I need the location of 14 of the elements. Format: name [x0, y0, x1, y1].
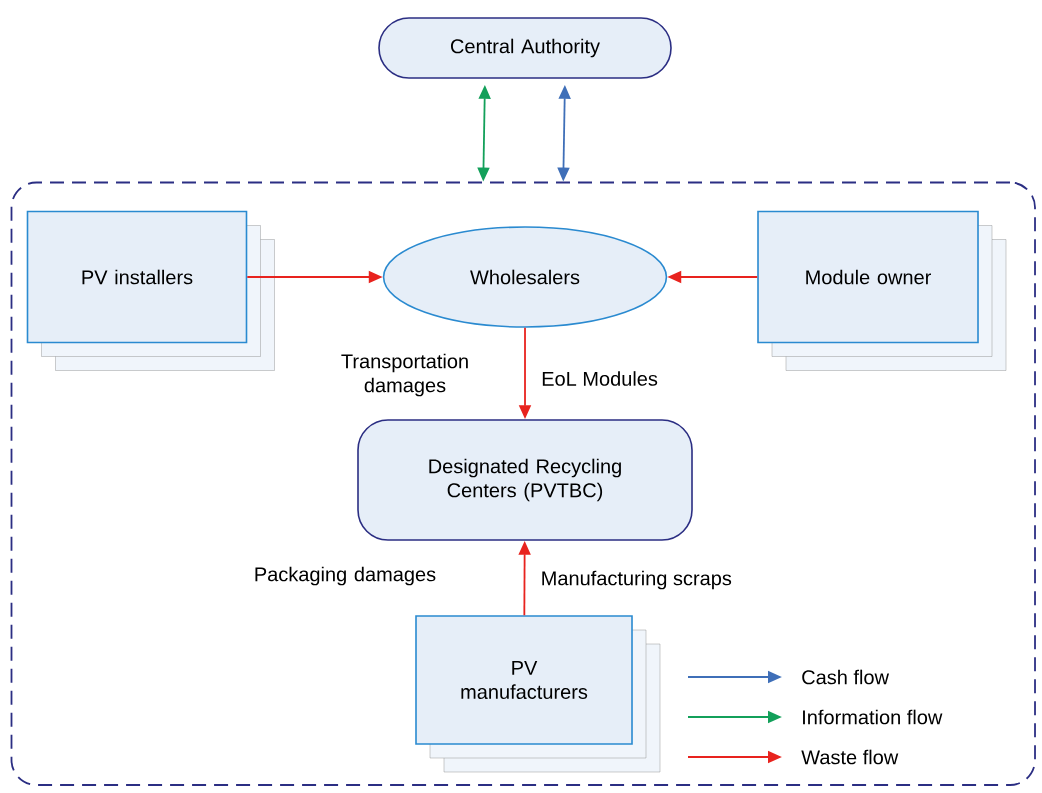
legend-label: Cash flow: [802, 669, 890, 685]
legend-label: Waste flow: [801, 749, 899, 765]
edge-label: EoL Modules: [542, 371, 658, 386]
ellipse-node: Wholesalers: [382, 226, 668, 328]
authority-box: Central Authority: [378, 17, 672, 79]
stacked-box: Module owner: [757, 210, 1007, 371]
flow-label: Transportation damages: [341, 353, 468, 397]
stacked-box: PV installers: [26, 210, 275, 371]
recycling-box: Designated Recycling Centers (PVTBC): [357, 419, 693, 541]
stacked-box: PV manufacturers: [415, 615, 661, 773]
flow-label: Packaging damages: [255, 566, 436, 586]
edge-label: Manufacturing scraps: [542, 570, 732, 590]
dashed-region: [10, 181, 1036, 786]
legend-label: Information flow: [803, 709, 943, 725]
